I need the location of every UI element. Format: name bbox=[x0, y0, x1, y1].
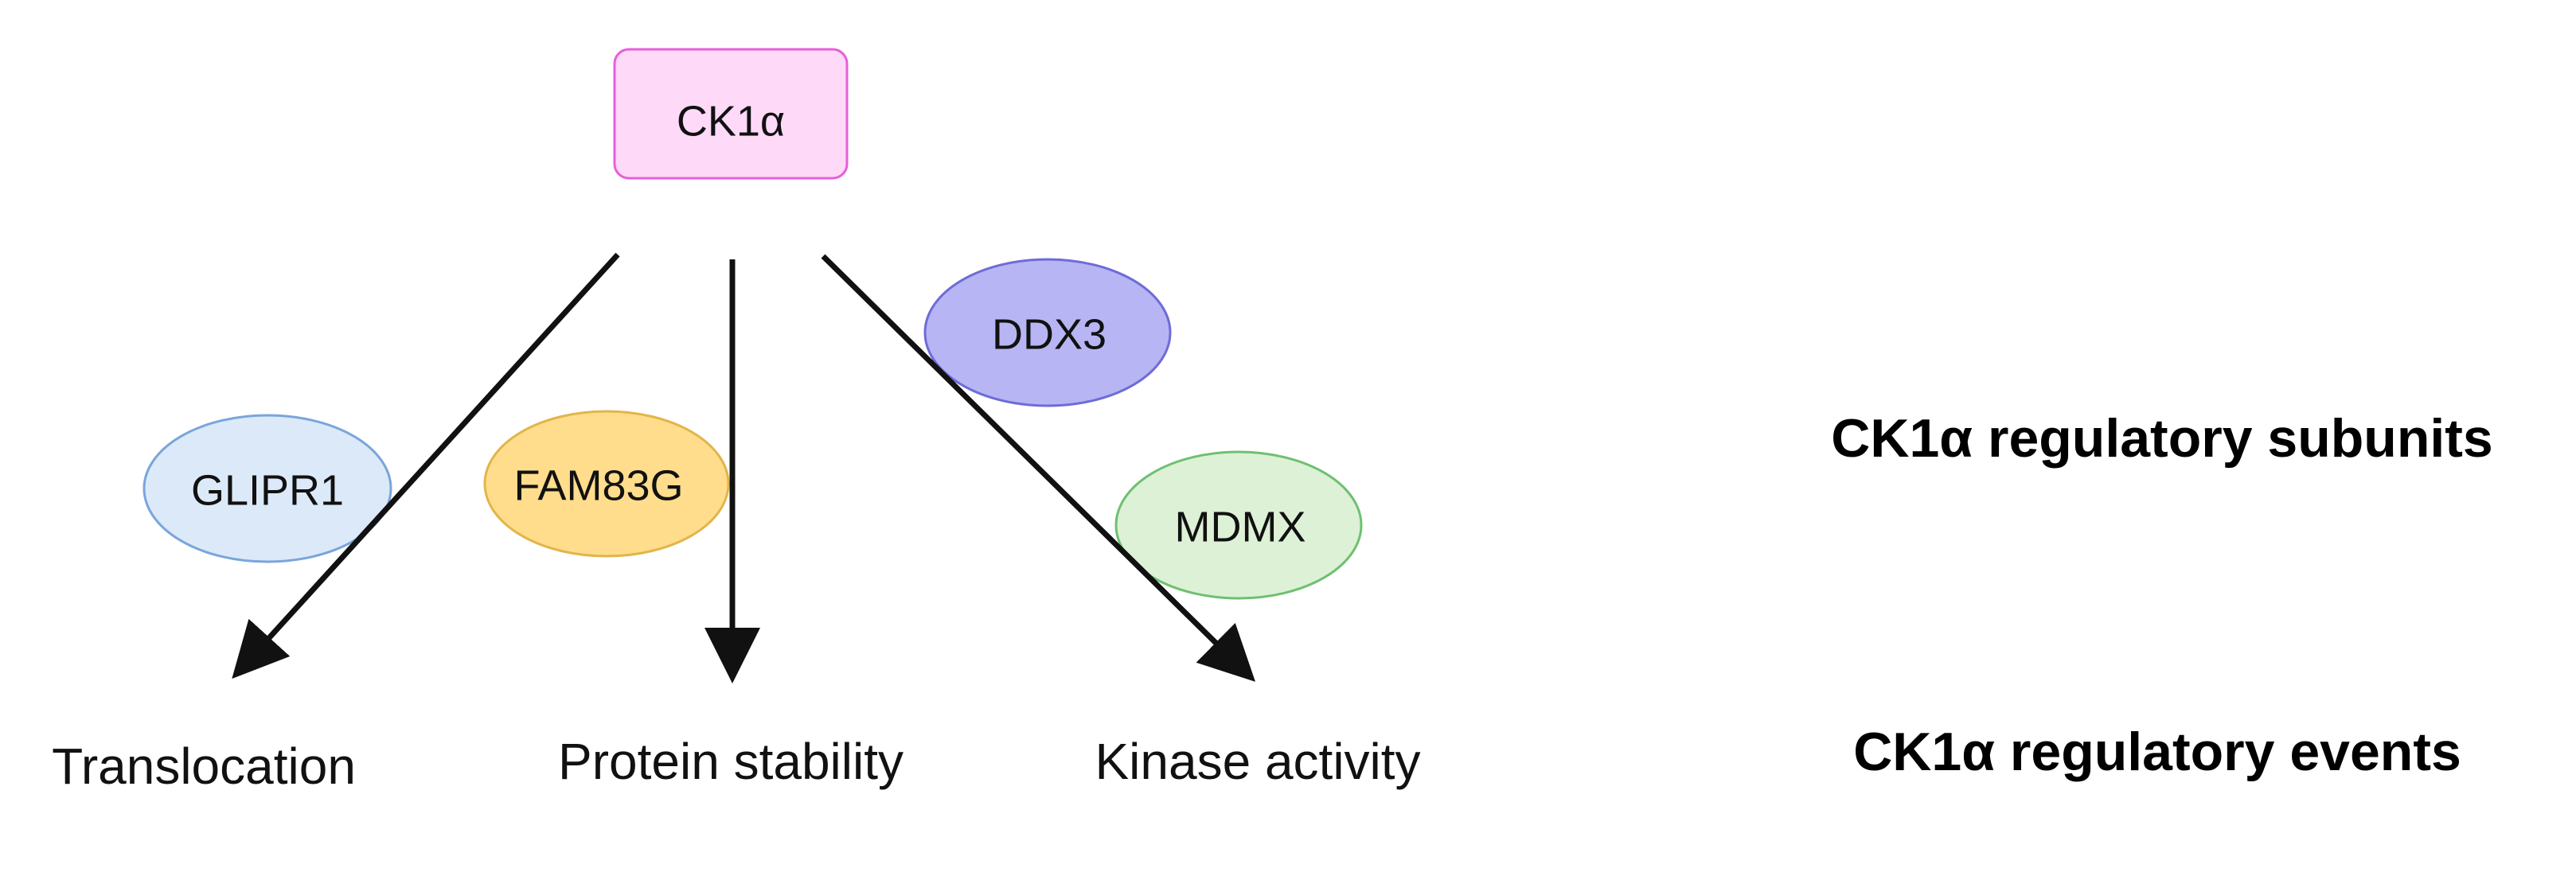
subunit-mdmx-ellipse bbox=[1114, 450, 1363, 600]
subunit-ddx3: DDX3 bbox=[923, 258, 1172, 407]
arrow-to-kinase-activity bbox=[821, 254, 1255, 682]
ck1a-node: CK1α bbox=[613, 48, 849, 180]
event-kinase-activity-label: Kinase activity bbox=[1095, 733, 1420, 790]
arrow-to-translocation bbox=[232, 252, 620, 679]
subunit-glipr1-label: GLIPR1 bbox=[191, 466, 344, 514]
subunit-fam83g: FAM83G bbox=[483, 410, 730, 558]
subunit-fam83g-label: FAM83G bbox=[513, 461, 683, 509]
subunit-mdmx: MDMX bbox=[1114, 450, 1363, 600]
subunit-mdmx-label: MDMX bbox=[1175, 503, 1306, 551]
subunit-ddx3-ellipse bbox=[923, 258, 1172, 407]
side-label-subunits: CK1α regulatory subunits bbox=[1831, 408, 2492, 469]
event-translocation-label: Translocation bbox=[52, 738, 356, 795]
subunit-fam83g-ellipse bbox=[483, 410, 730, 558]
ck1a-node-box bbox=[613, 48, 849, 180]
subunit-ddx3-label: DDX3 bbox=[992, 310, 1107, 358]
subunit-glipr1-ellipse bbox=[142, 414, 392, 563]
ck1a-node-label: CK1α bbox=[677, 97, 785, 145]
subunit-glipr1: GLIPR1 bbox=[142, 414, 392, 563]
event-protein-stability-label: Protein stability bbox=[558, 733, 904, 790]
side-label-events: CK1α regulatory events bbox=[1853, 722, 2461, 782]
